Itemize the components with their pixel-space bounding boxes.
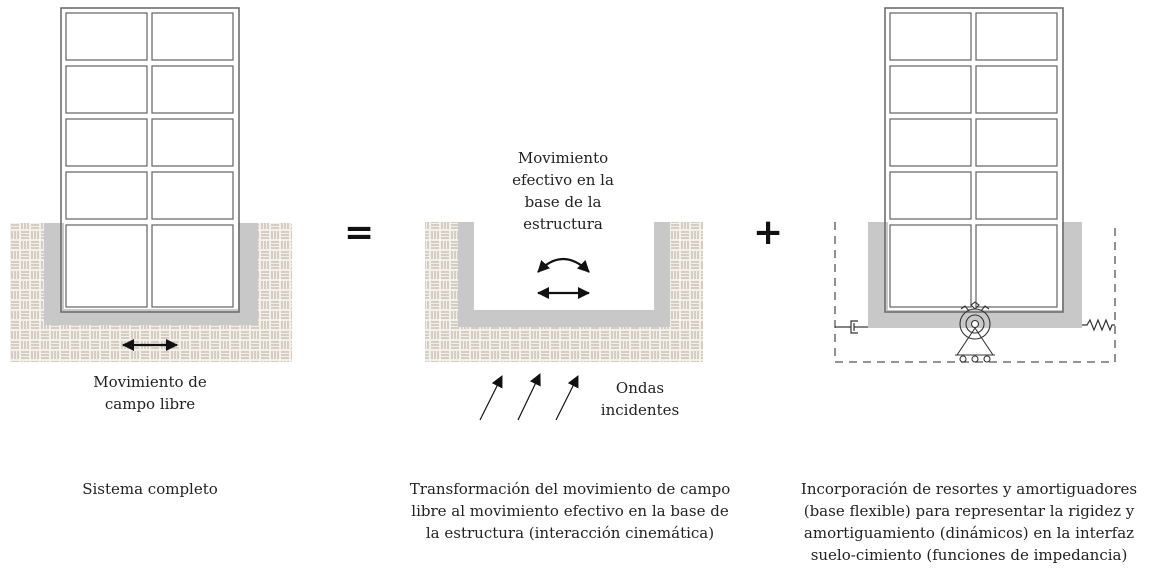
caption-flexible-base: Incorporación de resortes y amortiguador… [786,478,1152,566]
caption-line: (base flexible) para representar la rigi… [803,502,1135,520]
incident-wave-arrows [479,373,579,421]
caption-line: Incorporación de resortes y amortiguador… [800,480,1138,498]
incident-wave-arrow-2 [517,373,541,421]
foundation-wall-right [868,222,1082,328]
free-field-motion-label: Movimiento de campo libre [50,371,250,415]
caption-line: la estructura (interacción cinemática) [425,524,715,542]
horizontal-dashpot [835,320,868,334]
caption-line: Transformación del movimiento de campo [409,480,731,498]
incident-wave-arrow-3 [555,375,579,421]
panel-left-complete-system [10,7,292,362]
incident-waves-label-line: Ondas [615,379,665,397]
panel-middle-kinematic-interaction [425,222,703,421]
incident-waves-label: Ondas incidentes [590,377,690,421]
rotational-spring-support [955,301,995,363]
effective-motion-label-line: Movimiento [517,149,609,167]
building-frame-left [60,7,240,313]
effective-motion-label-line: efectivo en la [512,171,614,189]
incident-wave-arrow-1 [479,375,503,421]
effective-motion-label-line: estructura [523,215,603,233]
caption-line: amortiguamiento (dinámicos) en la interf… [803,524,1135,542]
foundation-wall-left [44,223,258,325]
horizontal-spring [1082,318,1115,332]
foundation-box-middle [458,222,670,327]
panel-right-flexible-base [834,7,1116,363]
caption-line: libre al movimiento efectivo en la base … [411,502,729,520]
caption-line: suelo-cimiento (funciones de impedancia) [810,546,1128,564]
soil-left [10,223,292,362]
incident-waves-label-line: incidentes [600,401,680,419]
caption-kinematic-interaction: Transformación del movimiento de campo l… [385,478,755,544]
free-field-motion-label-line: campo libre [104,395,196,413]
caption-complete-system: Sistema completo [82,480,218,498]
free-field-motion-label-line: Movimiento de [93,373,207,391]
equals-sign: = [344,212,375,253]
effective-motion-label-line: base de la [524,193,602,211]
rocking-motion-arrow [537,258,590,273]
plus-sign: + [753,212,784,253]
effective-motion-label: Movimiento efectivo en la base de la est… [473,147,653,235]
building-frame-right [884,7,1064,313]
